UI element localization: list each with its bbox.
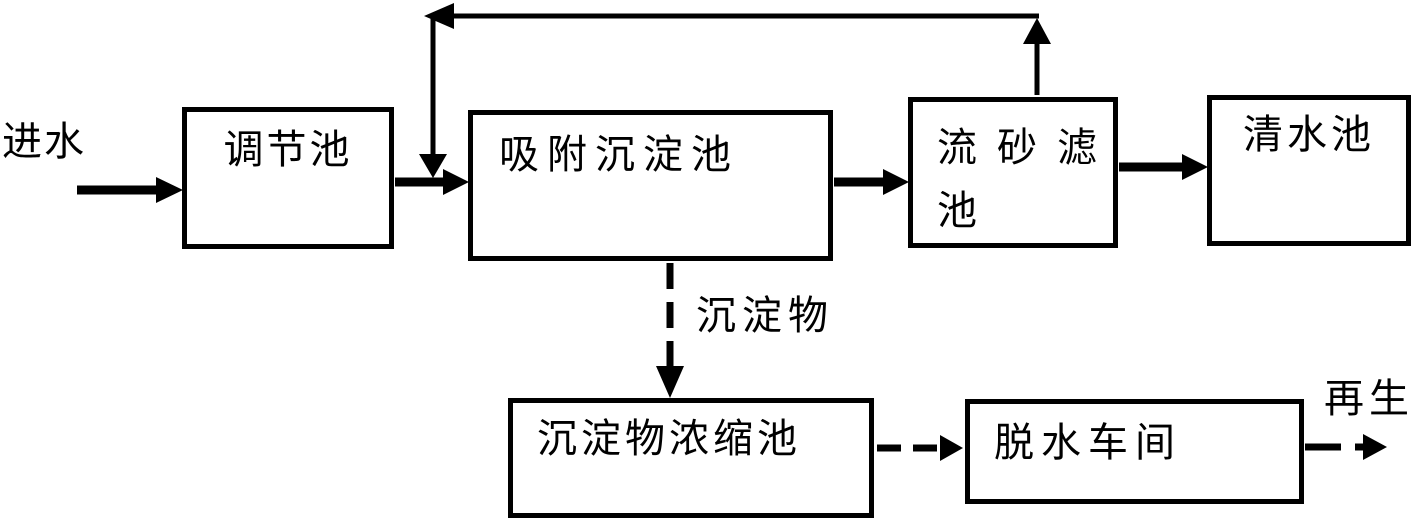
arrowhead-down-icon bbox=[419, 154, 447, 178]
arrowhead-right-icon bbox=[443, 169, 469, 195]
arrowhead-right-icon bbox=[156, 177, 183, 203]
node-sediment-thickening-tank-label: 沉淀物浓缩池 bbox=[537, 416, 801, 461]
arrowhead-right-icon bbox=[940, 435, 963, 461]
label-inlet-water: 进水 bbox=[2, 120, 86, 164]
arrowhead-right-icon bbox=[1363, 434, 1387, 460]
node-clear-water-tank-label: 清水池 bbox=[1243, 112, 1375, 157]
node-dewatering-workshop-label: 脱水车间 bbox=[994, 420, 1182, 465]
arrowhead-right-icon bbox=[883, 169, 909, 195]
dashed-arrow-dewatering-to-regeneration bbox=[1305, 434, 1387, 460]
dashed-arrow-adsorption-to-thickener bbox=[656, 263, 684, 398]
node-moving-sand-filter-tank: 流 砂 滤 池 bbox=[908, 97, 1118, 248]
node-clear-water-tank: 清水池 bbox=[1207, 95, 1411, 246]
arrow-sandfilter-to-clearwater bbox=[1119, 154, 1208, 180]
feedback-loop-sandfilter-to-junction bbox=[419, 3, 1051, 178]
arrowhead-down-icon bbox=[656, 366, 684, 398]
arrow-regulation-to-adsorption bbox=[395, 169, 469, 195]
label-inlet-water-text: 进水 bbox=[2, 119, 86, 164]
arrowhead-right-icon bbox=[1182, 154, 1208, 180]
arrowhead-left-icon bbox=[424, 3, 454, 29]
dashed-arrow-thickener-to-dewatering bbox=[877, 435, 963, 461]
node-sediment-thickening-tank: 沉淀物浓缩池 bbox=[508, 398, 874, 518]
label-sediment: 沉淀物 bbox=[696, 294, 834, 338]
node-regulation-tank: 调节池 bbox=[182, 107, 394, 249]
label-regeneration: 再生 bbox=[1324, 377, 1414, 421]
node-moving-sand-filter-line1: 流 砂 滤 bbox=[937, 125, 1102, 170]
label-regeneration-text: 再生 bbox=[1324, 376, 1414, 421]
arrowhead-up-icon bbox=[1023, 18, 1051, 44]
node-adsorption-sedimentation-tank: 吸附沉淀池 bbox=[468, 110, 833, 261]
arrow-inlet-to-regulation bbox=[77, 177, 183, 203]
node-moving-sand-filter-line2: 池 bbox=[937, 188, 982, 233]
node-regulation-tank-label: 调节池 bbox=[223, 127, 353, 172]
label-sediment-text: 沉淀物 bbox=[696, 293, 834, 338]
arrow-adsorption-to-sandfilter bbox=[834, 169, 909, 195]
node-adsorption-sedimentation-tank-label: 吸附沉淀池 bbox=[499, 132, 739, 177]
node-dewatering-workshop: 脱水车间 bbox=[965, 399, 1304, 504]
